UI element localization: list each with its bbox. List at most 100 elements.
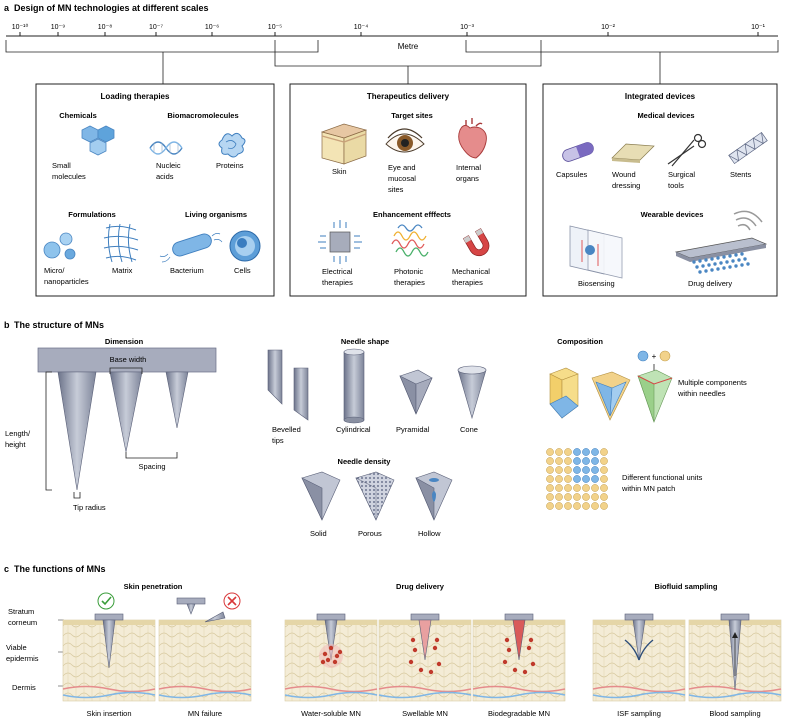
solid-needle-icon <box>301 471 341 521</box>
drug-dot <box>334 653 340 659</box>
functional-unit <box>564 457 572 465</box>
functional-unit <box>573 466 581 474</box>
wound-dressing-icon <box>611 143 655 163</box>
section-b-letter: b <box>4 320 10 330</box>
drug-dot <box>328 645 334 651</box>
scale-tick-label: 10⁻³ <box>460 24 474 31</box>
drug-particle <box>743 257 747 261</box>
functional-unit <box>582 466 590 474</box>
drug-particle <box>713 262 717 266</box>
bevelled-needle-icon <box>267 349 309 421</box>
drug-dot <box>522 669 528 675</box>
functional-unit <box>591 493 599 501</box>
eye-label-2: mucosal <box>388 174 416 183</box>
loading-therapies-box: Loading therapies Chemicals Small molecu… <box>35 83 275 297</box>
drug-dot <box>530 661 536 667</box>
needle-shape-group: Needle shape Bevelled tips Cylindrical P… <box>267 337 487 538</box>
functional-units-grid <box>546 448 608 510</box>
surgical-tools-label-2: tools <box>668 181 684 190</box>
light-wave-icon <box>391 224 429 257</box>
scale-tick-label: 10⁻⁸ <box>98 24 112 31</box>
scale-tick-label: 10⁻⁷ <box>149 24 163 31</box>
functional-unit <box>600 484 608 492</box>
composition-group: Composition + Multiple components within… <box>546 337 747 510</box>
functional-unit <box>555 484 563 492</box>
functional-unit <box>591 502 599 510</box>
panel-mn-failure: MN failure <box>158 597 252 718</box>
viable-label-2: epidermis <box>6 654 39 663</box>
small-molecules-icon <box>81 125 115 156</box>
bacterium-icon <box>159 232 223 263</box>
skin-block-icon <box>320 123 368 165</box>
functional-unit <box>600 493 608 501</box>
small-molecules-label-2: molecules <box>52 172 86 181</box>
drug-dot <box>410 637 416 643</box>
surgical-tools-label: Surgical <box>668 170 695 179</box>
target-sites-label: Target sites <box>391 111 433 120</box>
functional-unit <box>591 457 599 465</box>
composition-pyramid-icon <box>591 371 631 421</box>
nanoparticles-icon <box>43 232 76 260</box>
eye-label: Eye and <box>388 163 416 172</box>
tip-radius-label: Tip radius <box>73 503 106 512</box>
drug-dot <box>412 647 418 653</box>
photonic-label: Photonic <box>394 267 423 276</box>
functional-unit <box>573 502 581 510</box>
nucleic-acids-label: Nucleic <box>156 161 181 170</box>
wound-dressing-label: Wound <box>612 170 636 179</box>
drug-particle <box>740 252 744 256</box>
section-a-title: Design of MN technologies at different s… <box>14 3 209 13</box>
section-c-letter: c <box>4 564 9 574</box>
drug-delivery-patch-icon <box>674 237 768 274</box>
drug-particle <box>719 261 723 265</box>
cone-label: Cone <box>460 425 478 434</box>
surgical-tool-icon <box>667 133 707 167</box>
drug-particle <box>734 264 738 268</box>
composition-label: Composition <box>557 337 603 346</box>
wound-dressing-label-2: dressing <box>612 181 640 190</box>
biomacromolecules-label: Biomacromolecules <box>167 111 238 120</box>
skin-penetration-label: Skin penetration <box>124 582 183 591</box>
drug-particle <box>710 268 714 272</box>
photonic-label-2: therapies <box>394 278 425 287</box>
plus-sign: + <box>652 352 657 361</box>
drug-particle <box>722 255 726 259</box>
medical-devices-label: Medical devices <box>637 111 694 120</box>
drug-dot <box>504 637 510 643</box>
nucleic-acid-icon <box>149 141 183 155</box>
multiple-components-label: Multiple components <box>678 378 747 387</box>
mechanical-label-2: therapies <box>452 278 483 287</box>
porous-needle-icon <box>355 471 395 521</box>
drug-particle <box>698 270 702 274</box>
drug-particle <box>716 267 720 271</box>
dimension-diagram: Dimension Base width Length/ height Spac… <box>5 337 217 512</box>
skin-label: Skin <box>332 167 347 176</box>
nucleic-acids-label-2: acids <box>156 172 174 181</box>
composition-prism-icon <box>549 367 579 419</box>
functional-unit <box>564 502 572 510</box>
drug-particle <box>692 260 696 264</box>
electrical-label-2: therapies <box>322 278 353 287</box>
drug-particle <box>710 257 714 261</box>
matrix-label: Matrix <box>112 266 133 275</box>
panel-label: Skin insertion <box>86 709 131 718</box>
drug-dot <box>432 645 438 651</box>
length-label: Length/ <box>5 429 31 438</box>
functional-unit <box>555 457 563 465</box>
panel-skin-insertion: Skin insertion <box>62 613 156 718</box>
drug-dot <box>418 667 424 673</box>
wireless-icon <box>733 210 763 231</box>
drug-particle <box>707 263 711 267</box>
drug-particle <box>731 259 735 263</box>
needle-density-label: Needle density <box>338 457 392 466</box>
drug-dot <box>506 647 512 653</box>
functional-unit <box>582 475 590 483</box>
dermis-label: Dermis <box>12 683 36 692</box>
scale-tick-label: 10⁻⁶ <box>205 24 219 31</box>
capsules-label: Capsules <box>556 170 588 179</box>
stratum-label: Stratum <box>8 607 34 616</box>
section-b: b The structure of MNs Dimension Base wi… <box>4 320 747 538</box>
multiple-components-label-2: within needles <box>677 389 726 398</box>
panel-biodegradable: Biodegradable MN <box>472 613 566 718</box>
functional-unit <box>555 475 563 483</box>
